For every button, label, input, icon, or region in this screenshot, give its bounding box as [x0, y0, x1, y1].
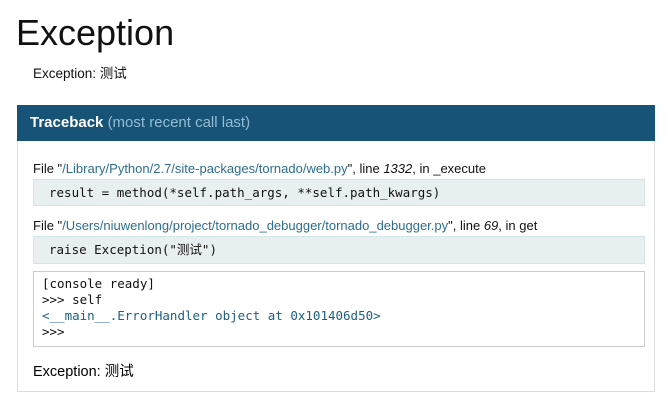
file-label: File ": [33, 161, 63, 177]
exception-message: Exception: 测试: [33, 363, 134, 380]
in-label: , in: [498, 218, 520, 234]
frame-source-line[interactable]: raise Exception("测试"): [33, 236, 645, 264]
function-name: get: [519, 218, 538, 234]
traceback-box: File "/Library/Python/2.7/site-packages/…: [17, 141, 655, 392]
file-path: /Library/Python/2.7/site-packages/tornad…: [62, 161, 348, 177]
function-name: _execute: [433, 161, 486, 177]
exception-summary: Exception: 测试: [33, 66, 127, 82]
console-prompt[interactable]: >>>: [42, 324, 65, 340]
line-number: 1332: [383, 161, 413, 177]
console-line: >>> self: [42, 291, 103, 307]
console-output-line: <__main__.ErrorHandler object at 0x10140…: [42, 308, 381, 324]
traceback-frame: File "/Users/niuwenlong/project/tornado_…: [33, 218, 645, 264]
frame-location: File "/Users/niuwenlong/project/tornado_…: [33, 218, 645, 233]
page-title: Exception: [16, 12, 175, 53]
traceback-header: Traceback (most recent call last): [17, 105, 655, 142]
traceback-title: Traceback: [30, 114, 104, 132]
file-label: File ": [33, 218, 63, 234]
debug-console[interactable]: [console ready]>>> self<__main__.ErrorHa…: [33, 270, 645, 347]
traceback-frame: File "/Library/Python/2.7/site-packages/…: [33, 161, 645, 207]
line-label: ", line: [347, 161, 384, 177]
file-path: /Users/niuwenlong/project/tornado_debugg…: [62, 218, 449, 234]
in-label: , in: [412, 161, 434, 177]
line-number: 69: [483, 218, 499, 234]
frame-source-line[interactable]: result = method(*self.path_args, **self.…: [33, 179, 645, 207]
frame-location: File "/Library/Python/2.7/site-packages/…: [33, 161, 645, 176]
console-line: [console ready]: [42, 275, 155, 291]
line-label: ", line: [448, 218, 484, 234]
traceback-subtitle: (most recent call last): [107, 114, 251, 132]
